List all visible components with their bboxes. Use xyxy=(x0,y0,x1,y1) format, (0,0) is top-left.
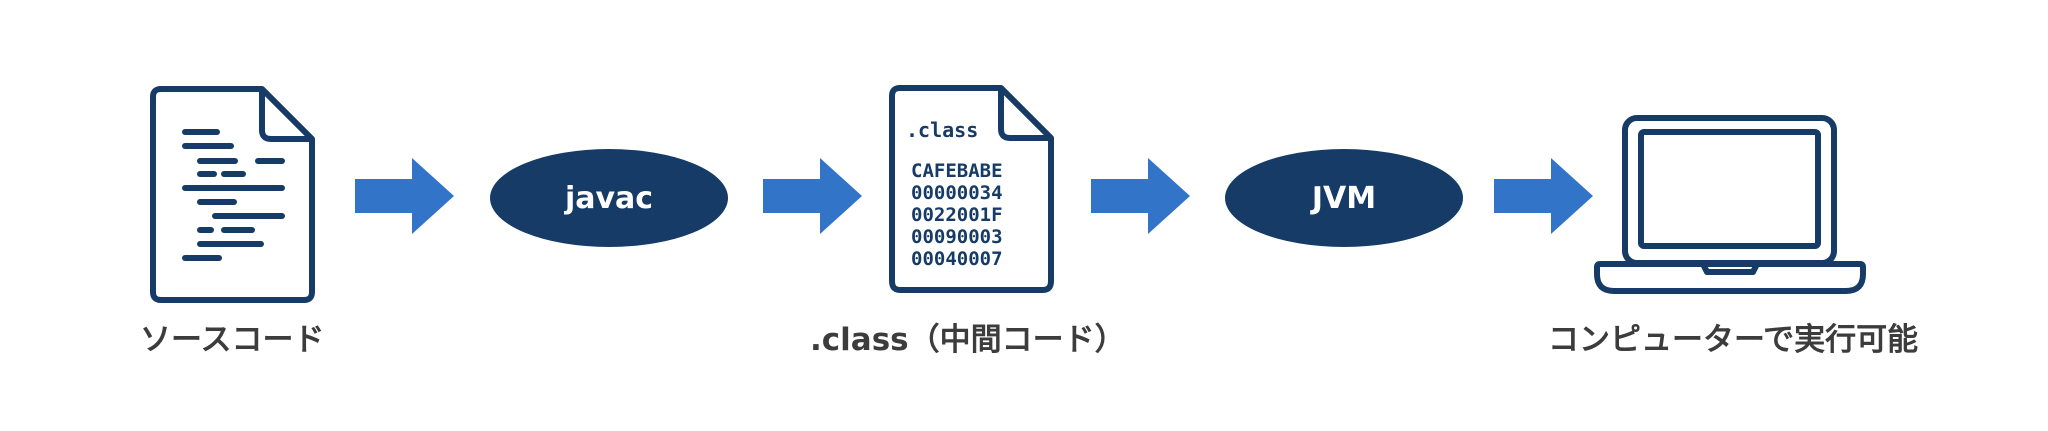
hex-line: 00090003 xyxy=(911,226,1003,248)
arrow-right-icon xyxy=(1091,158,1191,234)
execution-caption: コンピューターで実行可能 xyxy=(1548,322,1919,358)
hex-line: 00000034 xyxy=(911,182,1003,204)
hex-line: CAFEBABE xyxy=(911,160,1003,182)
source-code-caption: ソースコード xyxy=(140,322,325,358)
hex-line: 00040007 xyxy=(911,248,1003,270)
arrow-right-icon xyxy=(1494,158,1594,234)
class-file-icon: .class CAFEBABE 00000034 0022001F 000900… xyxy=(889,85,1059,295)
jvm-oval: JVM xyxy=(1224,148,1464,248)
class-file-label: .class xyxy=(906,118,978,142)
hex-line: 0022001F xyxy=(911,204,1003,226)
source-document-icon xyxy=(150,86,320,306)
class-file-caption: .class（中間コード） xyxy=(810,322,1126,358)
arrow-right-icon xyxy=(355,158,455,234)
javac-compiler-oval: javac xyxy=(489,148,729,248)
laptop-icon xyxy=(1590,114,1870,296)
javac-label: javac xyxy=(564,181,653,216)
jvm-label: JVM xyxy=(1310,181,1376,216)
arrow-right-icon xyxy=(763,158,863,234)
